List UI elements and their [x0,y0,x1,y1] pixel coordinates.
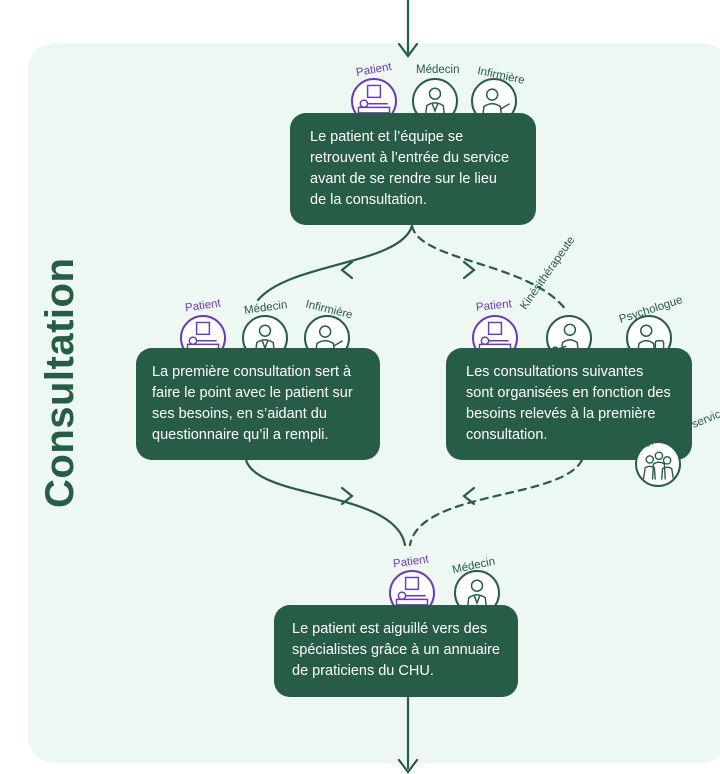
step-1-text: Le patient et l’équipe se retrouvent à l… [310,129,510,208]
step-4-text: Le patient est aiguillé vers des spécial… [292,621,500,679]
role-label-doctor: Médecin [416,64,460,76]
connector-step1-to-step3 [410,224,568,312]
connector-step2-to-step4 [244,458,407,547]
connector-step2-to-step4-arrow [340,486,354,506]
connector-step1-to-step2 [256,224,414,302]
connector-step1-to-step3-arrow [462,260,476,280]
step-3-text: Les consultations suivantes sont organis… [466,364,671,443]
connector-out-arrow [397,758,419,774]
step-4-box: Le patient est aiguillé vers des spécial… [274,605,518,697]
connector-step3-to-step4 [408,458,584,547]
step-2-text: La première consultation sert à faire le… [152,364,353,443]
staff-group-icon [635,441,681,487]
step-2-box: La première consultation sert à faire le… [136,348,380,460]
connector-step3-to-step4-arrow [462,486,476,506]
connector-in-arrow [397,42,419,58]
connector-step1-to-step2-arrow [340,260,354,280]
step-1-box: Le patient et l’équipe se retrouvent à l… [290,113,536,225]
